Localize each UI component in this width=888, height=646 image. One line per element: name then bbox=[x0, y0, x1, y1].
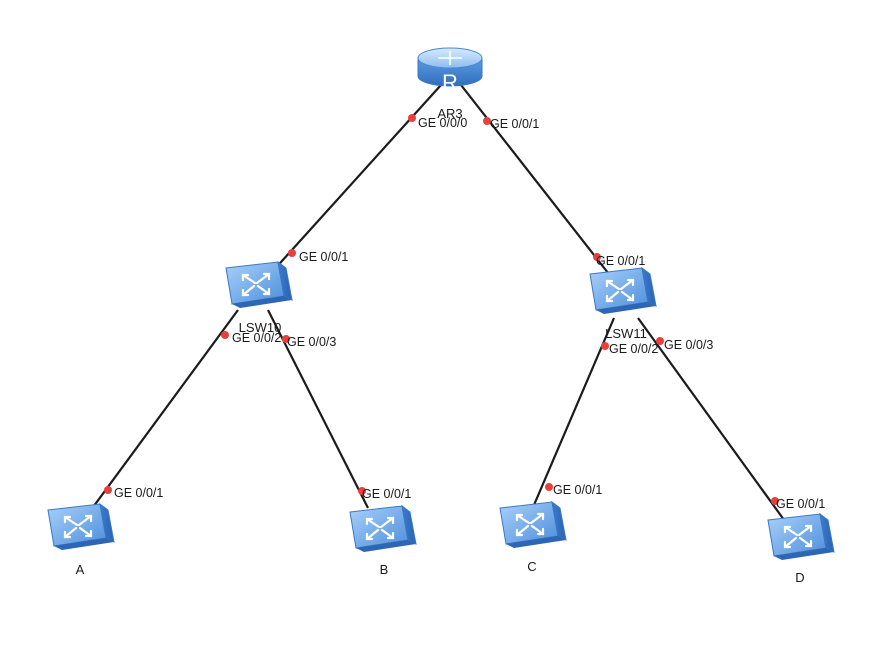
device-label-ar3: AR3 bbox=[437, 106, 462, 121]
port-dot[interactable] bbox=[601, 342, 609, 350]
links bbox=[87, 84, 788, 525]
port-dot[interactable] bbox=[221, 331, 229, 339]
port-dot[interactable] bbox=[656, 337, 664, 345]
port-label: GE 0/0/1 bbox=[114, 486, 163, 500]
device-label-a: A bbox=[76, 562, 85, 577]
port-label: GE 0/0/3 bbox=[287, 335, 336, 349]
link-lsw10-a[interactable] bbox=[87, 309, 239, 515]
port-label: GE 0/0/2 bbox=[232, 331, 281, 345]
port-labels: GE 0/0/0 GE 0/0/1 GE 0/0/1 GE 0/0/1 GE 0… bbox=[114, 116, 825, 511]
device-label-c: C bbox=[527, 559, 536, 574]
switch-lsw10[interactable] bbox=[224, 260, 294, 310]
switch-lsw11[interactable] bbox=[588, 266, 658, 316]
device-label-lsw10: LSW10 bbox=[239, 320, 282, 335]
port-dot[interactable] bbox=[545, 483, 553, 491]
port-dot[interactable] bbox=[408, 114, 416, 122]
port-label: GE 0/0/1 bbox=[362, 487, 411, 501]
switch-d[interactable] bbox=[766, 512, 836, 562]
router-glyph: R bbox=[442, 70, 458, 95]
port-dot[interactable] bbox=[104, 486, 112, 494]
link-ar3-lsw10[interactable] bbox=[271, 84, 442, 273]
device-labels: AR3 LSW10 LSW11 A B C D bbox=[76, 106, 805, 585]
port-dots bbox=[104, 114, 779, 505]
link-lsw10-b[interactable] bbox=[267, 309, 369, 509]
link-lsw11-c[interactable] bbox=[529, 317, 616, 513]
port-label: GE 0/0/1 bbox=[490, 117, 539, 131]
link-lsw11-d[interactable] bbox=[637, 317, 788, 525]
port-label: GE 0/0/0 bbox=[418, 116, 467, 130]
router-ar3[interactable]: R bbox=[417, 47, 483, 95]
port-dot[interactable] bbox=[771, 497, 779, 505]
device-label-b: B bbox=[380, 562, 389, 577]
switch-c[interactable] bbox=[498, 500, 568, 550]
port-dot[interactable] bbox=[593, 253, 601, 261]
link-ar3-lsw11[interactable] bbox=[460, 84, 613, 279]
device-label-lsw11: LSW11 bbox=[605, 326, 647, 341]
device-label-d: D bbox=[795, 570, 804, 585]
switch-b[interactable] bbox=[348, 504, 418, 554]
port-label: GE 0/0/1 bbox=[553, 483, 602, 497]
switch-a[interactable] bbox=[46, 502, 116, 552]
port-label: GE 0/0/1 bbox=[776, 497, 825, 511]
port-label: GE 0/0/3 bbox=[664, 338, 713, 352]
port-label: GE 0/0/2 bbox=[609, 342, 658, 356]
port-dot[interactable] bbox=[483, 117, 491, 125]
router-arrows-icon bbox=[438, 51, 462, 65]
port-dot[interactable] bbox=[288, 249, 296, 257]
port-label: GE 0/0/1 bbox=[596, 254, 645, 268]
port-label: GE 0/0/1 bbox=[299, 250, 348, 264]
port-dot[interactable] bbox=[282, 335, 290, 343]
port-dot[interactable] bbox=[358, 487, 366, 495]
